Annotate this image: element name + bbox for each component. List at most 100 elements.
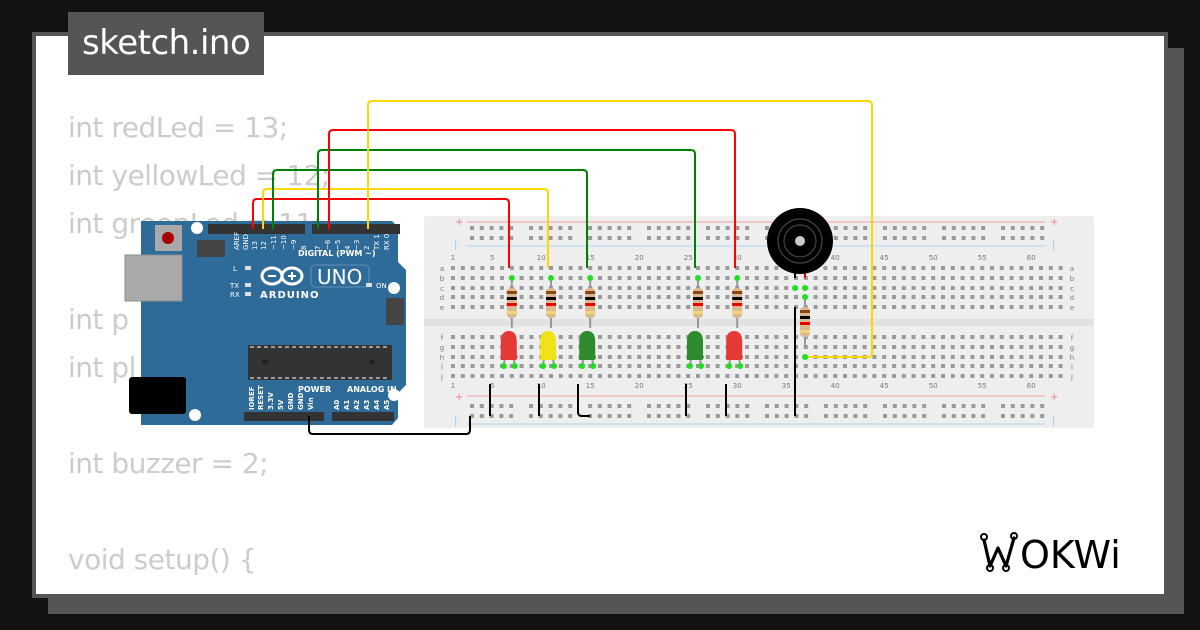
breadboard-hole[interactable] bbox=[725, 305, 730, 309]
breadboard-hole[interactable] bbox=[705, 295, 710, 299]
rail-hole[interactable] bbox=[725, 404, 730, 408]
rail-hole[interactable] bbox=[824, 414, 828, 418]
breadboard-hole[interactable] bbox=[764, 266, 769, 270]
breadboard-hole[interactable] bbox=[666, 286, 671, 290]
rail-hole[interactable] bbox=[765, 226, 769, 230]
rail-hole[interactable] bbox=[647, 236, 651, 240]
breadboard-hole[interactable] bbox=[745, 276, 749, 280]
breadboard-hole[interactable] bbox=[872, 355, 877, 359]
rail-hole[interactable] bbox=[843, 414, 848, 418]
breadboard-hole[interactable] bbox=[451, 305, 455, 309]
breadboard-hole[interactable] bbox=[901, 266, 906, 270]
breadboard-hole[interactable] bbox=[960, 295, 965, 299]
breadboard-hole[interactable] bbox=[656, 374, 661, 378]
breadboard-hole[interactable] bbox=[568, 266, 573, 270]
rail-hole[interactable] bbox=[971, 236, 976, 240]
breadboard-hole[interactable] bbox=[686, 295, 691, 299]
breadboard-hole[interactable] bbox=[607, 374, 612, 378]
breadboard-hole[interactable] bbox=[627, 335, 632, 339]
breadboard-hole[interactable] bbox=[813, 305, 818, 309]
rail-hole[interactable] bbox=[489, 414, 494, 418]
breadboard-hole[interactable] bbox=[1039, 286, 1043, 290]
rail-hole[interactable] bbox=[912, 414, 917, 418]
breadboard-hole[interactable] bbox=[490, 355, 495, 359]
breadboard-hole[interactable] bbox=[745, 266, 749, 270]
breadboard-hole[interactable] bbox=[931, 345, 936, 349]
breadboard-hole[interactable] bbox=[754, 305, 759, 309]
breadboard-hole[interactable] bbox=[784, 295, 789, 299]
breadboard-hole[interactable] bbox=[745, 345, 749, 349]
breadboard-hole[interactable] bbox=[833, 345, 838, 349]
rail-hole[interactable] bbox=[686, 414, 691, 418]
rail-hole[interactable] bbox=[1040, 226, 1045, 230]
rail-hole[interactable] bbox=[489, 404, 494, 408]
breadboard-hole[interactable] bbox=[607, 355, 612, 359]
breadboard-hole[interactable] bbox=[911, 295, 916, 299]
breadboard-hole[interactable] bbox=[715, 335, 720, 339]
breadboard-hole[interactable] bbox=[784, 286, 789, 290]
breadboard-hole[interactable] bbox=[999, 345, 1004, 349]
breadboard-hole[interactable] bbox=[764, 335, 769, 339]
breadboard-hole[interactable] bbox=[1039, 364, 1043, 368]
breadboard-hole[interactable] bbox=[1039, 305, 1043, 309]
rail-hole[interactable] bbox=[1020, 236, 1025, 240]
breadboard-hole[interactable] bbox=[460, 276, 465, 280]
breadboard-hole[interactable] bbox=[470, 374, 475, 378]
breadboard-hole[interactable] bbox=[872, 345, 877, 349]
rail-hole[interactable] bbox=[597, 404, 602, 408]
breadboard-hole[interactable] bbox=[627, 276, 632, 280]
breadboard-hole[interactable] bbox=[568, 364, 573, 368]
breadboard-hole[interactable] bbox=[686, 266, 691, 270]
breadboard-hole[interactable] bbox=[921, 355, 926, 359]
breadboard-hole[interactable] bbox=[568, 295, 573, 299]
breadboard-hole[interactable] bbox=[1029, 286, 1034, 290]
breadboard-hole[interactable] bbox=[676, 335, 681, 339]
breadboard-hole[interactable] bbox=[598, 286, 602, 290]
rail-hole[interactable] bbox=[588, 404, 592, 408]
rail-hole[interactable] bbox=[942, 404, 946, 408]
rail-hole[interactable] bbox=[922, 404, 927, 408]
breadboard-hole[interactable] bbox=[882, 355, 887, 359]
breadboard-hole[interactable] bbox=[999, 335, 1004, 339]
breadboard-hole[interactable] bbox=[970, 276, 975, 280]
breadboard-hole[interactable] bbox=[647, 295, 651, 299]
breadboard-hole[interactable] bbox=[862, 374, 867, 378]
rail-hole[interactable] bbox=[863, 404, 868, 408]
breadboard-hole[interactable] bbox=[686, 305, 691, 309]
breadboard-hole[interactable] bbox=[627, 345, 632, 349]
breadboard-hole[interactable] bbox=[843, 276, 847, 280]
breadboard-hole[interactable] bbox=[627, 295, 632, 299]
rail-hole[interactable] bbox=[479, 236, 484, 240]
breadboard-hole[interactable] bbox=[911, 276, 916, 280]
breadboard-hole[interactable] bbox=[451, 374, 455, 378]
rail-hole[interactable] bbox=[529, 404, 533, 408]
wire[interactable] bbox=[367, 100, 873, 358]
breadboard-hole[interactable] bbox=[656, 266, 661, 270]
rail-hole[interactable] bbox=[1040, 414, 1045, 418]
breadboard-hole[interactable] bbox=[980, 286, 985, 290]
breadboard-hole[interactable] bbox=[725, 374, 730, 378]
breadboard-hole[interactable] bbox=[862, 295, 867, 299]
breadboard-hole[interactable] bbox=[921, 335, 926, 339]
rail-hole[interactable] bbox=[922, 414, 927, 418]
breadboard-hole[interactable] bbox=[509, 374, 514, 378]
breadboard-hole[interactable] bbox=[627, 286, 632, 290]
breadboard-hole[interactable] bbox=[901, 335, 906, 339]
breadboard-hole[interactable] bbox=[607, 276, 612, 280]
breadboard-hole[interactable] bbox=[480, 276, 485, 280]
breadboard-hole[interactable] bbox=[1019, 364, 1024, 368]
rail-hole[interactable] bbox=[647, 414, 651, 418]
breadboard-hole[interactable] bbox=[774, 355, 779, 359]
breadboard-hole[interactable] bbox=[745, 286, 749, 290]
rail-hole[interactable] bbox=[470, 236, 474, 240]
breadboard-hole[interactable] bbox=[715, 345, 720, 349]
rail-hole[interactable] bbox=[1001, 226, 1005, 230]
breadboard-hole[interactable] bbox=[999, 364, 1004, 368]
breadboard-hole[interactable] bbox=[931, 295, 936, 299]
rail-hole[interactable] bbox=[961, 226, 966, 230]
rail-hole[interactable] bbox=[942, 236, 946, 240]
breadboard-hole[interactable] bbox=[715, 295, 720, 299]
rail-hole[interactable] bbox=[509, 226, 514, 230]
breadboard-hole[interactable] bbox=[451, 286, 455, 290]
breadboard-hole[interactable] bbox=[617, 295, 622, 299]
